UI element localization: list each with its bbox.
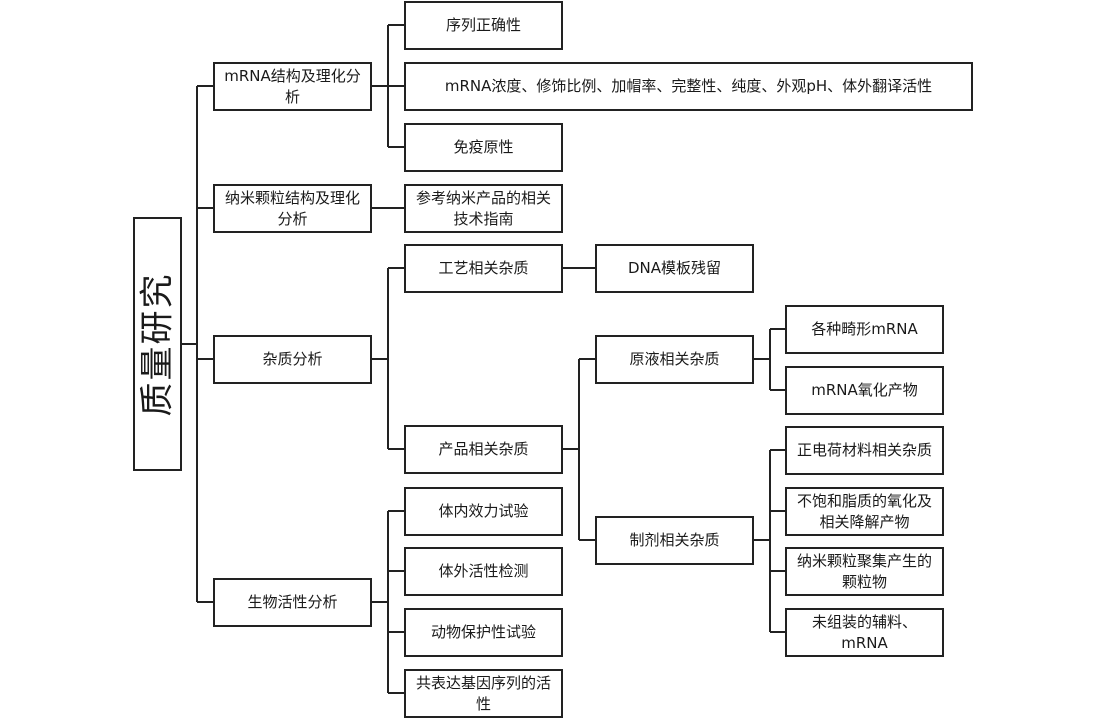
node-nanoparticle-aggregates: 纳米颗粒聚集产生的颗粒物	[785, 547, 944, 596]
node-animal-protection: 动物保护性试验	[404, 608, 563, 657]
node-product-impurity: 产品相关杂质	[404, 425, 563, 474]
branch-nanoparticle-analysis: 纳米颗粒结构及理化分析	[213, 184, 372, 233]
root-label: 质量研究	[137, 272, 177, 416]
node-lipid-oxidation: 不饱和脂质的氧化及相关降解产物	[785, 487, 944, 536]
node-mrna-oxidation: mRNA氧化产物	[785, 366, 944, 415]
node-formulation-impurity: 制剂相关杂质	[595, 516, 754, 565]
node-sequence-correctness: 序列正确性	[404, 1, 563, 50]
node-in-vitro-activity: 体外活性检测	[404, 547, 563, 596]
node-mrna-properties: mRNA浓度、修饰比例、加帽率、完整性、纯度、外观pH、体外翻译活性	[404, 62, 973, 111]
branch-bioactivity-analysis: 生物活性分析	[213, 578, 372, 627]
node-immunogenicity: 免疫原性	[404, 123, 563, 172]
node-cationic-material-impurity: 正电荷材料相关杂质	[785, 426, 944, 475]
branch-mrna-analysis: mRNA结构及理化分析	[213, 62, 372, 111]
branch-impurity-analysis: 杂质分析	[213, 335, 372, 384]
node-in-vivo-potency: 体内效力试验	[404, 487, 563, 536]
node-unassembled-excipients: 未组装的辅料、mRNA	[785, 608, 944, 657]
node-nano-guideline: 参考纳米产品的相关技术指南	[404, 184, 563, 233]
root-node: 质量研究	[133, 217, 182, 471]
node-coexpressed-gene-activity: 共表达基因序列的活性	[404, 669, 563, 718]
node-aberrant-mrna: 各种畸形mRNA	[785, 305, 944, 354]
node-dna-template-residue: DNA模板残留	[595, 244, 754, 293]
node-bulk-impurity: 原液相关杂质	[595, 335, 754, 384]
node-process-impurity: 工艺相关杂质	[404, 244, 563, 293]
